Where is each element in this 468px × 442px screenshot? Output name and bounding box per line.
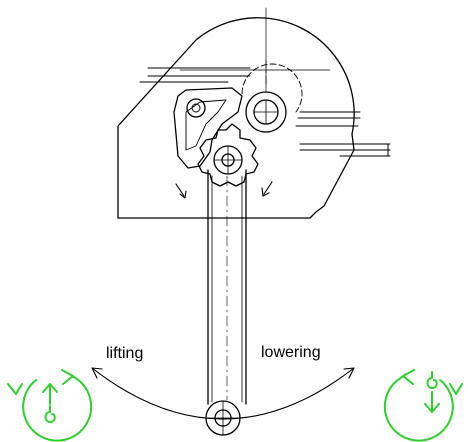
winch-housing	[117, 17, 355, 219]
swing-arc	[91, 367, 355, 420]
shaft-rods	[299, 143, 391, 157]
drum-axle	[245, 91, 287, 133]
rotation-arrows	[175, 181, 273, 199]
pawl-inner	[185, 99, 227, 151]
lifting-label: lifting	[106, 345, 143, 362]
lever-arm	[205, 169, 247, 436]
pawl-bracket	[173, 87, 243, 169]
housing-details	[139, 63, 361, 127]
lifting-rotation-hook-up-icon	[7, 369, 93, 442]
lowering-rotation-hook-down-icon	[383, 369, 463, 442]
pawl-pin	[186, 98, 206, 118]
center-lines	[179, 7, 331, 93]
crank-hub	[213, 145, 243, 175]
ratchet-sprocket	[197, 123, 259, 187]
lowering-label: lowering	[261, 344, 321, 361]
